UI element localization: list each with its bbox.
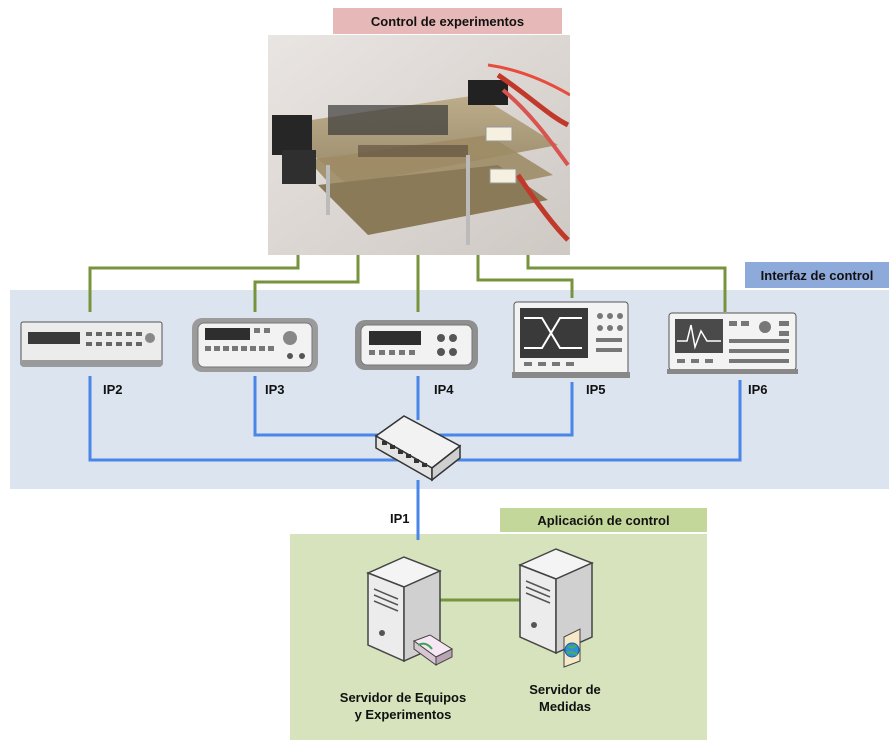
ip-label-ip6: IP6	[748, 382, 768, 397]
measurements-server-caption: Servidor de Medidas	[500, 681, 630, 715]
multimeter-icon	[355, 320, 478, 370]
measurements-server[interactable]	[512, 545, 608, 670]
instrument-ip4[interactable]	[353, 318, 480, 372]
equipment-server[interactable]	[360, 553, 456, 673]
measurements-server-line1: Servidor de	[529, 682, 601, 697]
equipment-server-line1: Servidor de Equipos	[339, 690, 467, 705]
control-lines	[88, 255, 727, 312]
network-switch[interactable]	[368, 412, 464, 484]
experiment-boards-photo	[268, 35, 570, 255]
experiment-control-label: Control de experimentos	[333, 8, 562, 34]
rack-instrument-icon	[20, 321, 163, 367]
instrument-ip2[interactable]	[20, 318, 163, 370]
equipment-server-line2: y Experimentos	[354, 707, 452, 722]
database-server-icon	[518, 548, 594, 668]
control-application-label: Aplicación de control	[500, 508, 707, 532]
oscilloscope-icon	[512, 301, 630, 378]
network-switch-icon	[374, 415, 462, 482]
ip-label-ip4: IP4	[434, 382, 454, 397]
instrument-ip3[interactable]	[190, 316, 320, 374]
instrument-ip6[interactable]	[667, 311, 798, 376]
circuit-boards-icon	[268, 35, 570, 255]
equipment-server-caption: Servidor de Equipos y Experimentos	[313, 689, 493, 723]
measurements-server-line2: Medidas	[538, 699, 591, 714]
ip-label-ip2: IP2	[103, 382, 123, 397]
server-tower-icon	[366, 556, 454, 666]
analyzer-icon	[667, 312, 798, 374]
ip-label-ip3: IP3	[265, 382, 285, 397]
ip-label-ip1: IP1	[390, 511, 410, 526]
control-application-panel	[290, 534, 707, 740]
ip-label-ip5: IP5	[586, 382, 606, 397]
instrument-ip5[interactable]	[512, 300, 630, 380]
control-interface-label: Interfaz de control	[745, 262, 889, 288]
function-generator-icon	[192, 318, 318, 372]
